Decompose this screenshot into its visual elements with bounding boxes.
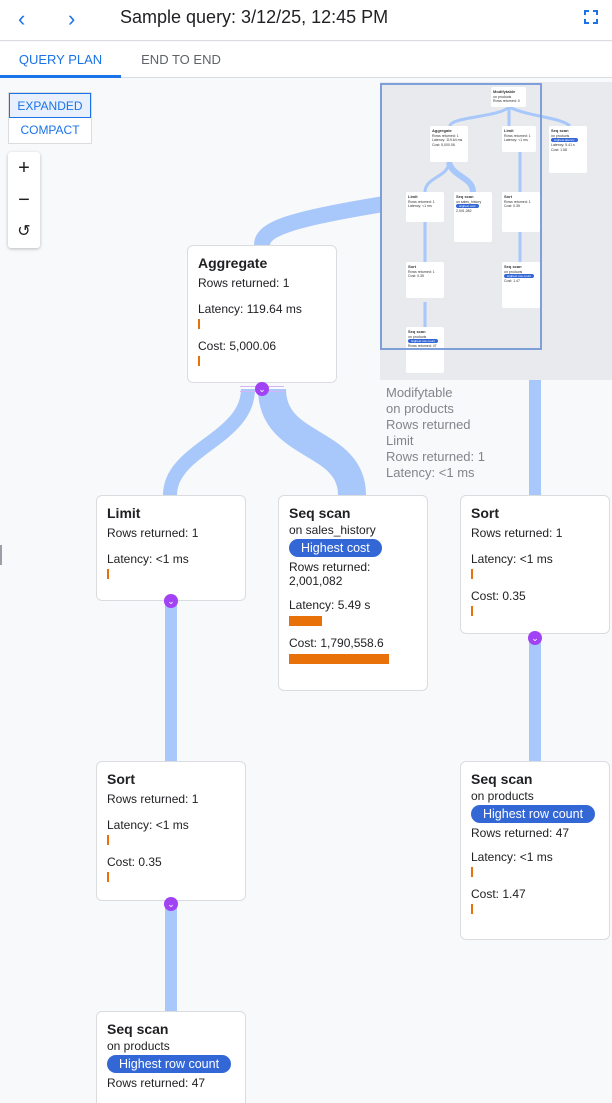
latency-bar bbox=[198, 319, 200, 329]
node-title: Sort bbox=[107, 771, 135, 787]
node-title: Limit bbox=[107, 505, 141, 521]
chevron-down-icon[interactable]: ⌄ bbox=[164, 897, 178, 911]
node-title: Aggregate bbox=[198, 255, 268, 271]
latency: Latency: <1 ms bbox=[471, 850, 553, 864]
table-name: on products bbox=[107, 1039, 170, 1053]
ghost-text: Rows returned: 1 bbox=[386, 449, 485, 464]
rows-returned: Rows returned: bbox=[289, 560, 371, 574]
cost: Cost: 0.35 bbox=[471, 589, 526, 603]
rows-returned: Rows returned: 1 bbox=[107, 526, 199, 540]
ghost-text: Modifytable bbox=[386, 385, 453, 400]
rows-returned: Rows returned: 1 bbox=[198, 276, 290, 290]
cost: Cost: 1,790,558.6 bbox=[289, 636, 384, 650]
cost-bar bbox=[471, 606, 473, 616]
latency: Latency: 5.49 s bbox=[289, 598, 371, 612]
minimap-ghost-labels: Modifytable on products Rows returned Li… bbox=[386, 385, 526, 481]
fullscreen-icon[interactable] bbox=[584, 10, 598, 24]
edge-aggregate-limit bbox=[163, 388, 255, 496]
ghost-text: Latency: <1 ms bbox=[386, 465, 475, 480]
tab-query-plan[interactable]: QUERY PLAN bbox=[0, 42, 121, 78]
cost-bar bbox=[471, 904, 473, 914]
node-title: Seq scan bbox=[289, 505, 351, 521]
highest-row-count-badge: Highest row count bbox=[471, 805, 596, 823]
ghost-text: Rows returned bbox=[386, 417, 471, 432]
chevron-down-icon[interactable]: ⌄ bbox=[255, 382, 269, 396]
latency-bar bbox=[107, 835, 109, 845]
highest-row-count-badge: Highest row count bbox=[107, 1055, 232, 1073]
node-sort-right[interactable]: Sort Rows returned: 1 Latency: <1 ms Cos… bbox=[460, 495, 610, 634]
rows-returned-value: 2,001,082 bbox=[289, 574, 343, 588]
ghost-text: on products bbox=[386, 401, 454, 416]
tab-bar: QUERY PLAN END TO END bbox=[0, 42, 612, 78]
latency: Latency: <1 ms bbox=[107, 552, 189, 566]
latency-bar bbox=[471, 569, 473, 579]
table-name: on sales_history bbox=[289, 523, 376, 537]
zoom-out-button[interactable]: − bbox=[18, 189, 30, 211]
minimap-viewport[interactable] bbox=[380, 83, 542, 350]
tab-end-to-end[interactable]: END TO END bbox=[141, 52, 221, 67]
rows-returned: Rows returned: 47 bbox=[107, 1076, 206, 1090]
edge-root-aggregate bbox=[254, 195, 392, 247]
cost-bar bbox=[289, 654, 389, 664]
expanded-button[interactable]: EXPANDED bbox=[9, 93, 91, 118]
node-sort-left[interactable]: Sort Rows returned: 1 Latency: <1 ms Cos… bbox=[96, 761, 246, 901]
cost-bar bbox=[198, 356, 200, 366]
rows-returned: Rows returned: 1 bbox=[107, 792, 199, 806]
ghost-text: Limit bbox=[386, 433, 414, 448]
chevron-down-icon[interactable]: ⌄ bbox=[164, 594, 178, 608]
zoom-in-button[interactable]: + bbox=[18, 157, 30, 179]
latency: Latency: 119.64 ms bbox=[198, 302, 302, 316]
minimap-edges bbox=[423, 105, 572, 327]
rows-returned: Rows returned: 1 bbox=[471, 526, 563, 540]
cost: Cost: 5,000.06 bbox=[198, 339, 277, 353]
plan-edges bbox=[163, 195, 541, 1011]
node-title: Seq scan bbox=[107, 1021, 169, 1037]
edge-aggregate-seqscan bbox=[258, 387, 366, 497]
latency-bar bbox=[289, 616, 322, 626]
view-toggle: EXPANDED COMPACT bbox=[8, 92, 92, 144]
cost-bar bbox=[107, 872, 109, 882]
node-seq-scan-sales-history[interactable]: Seq scan on sales_history Highest cost R… bbox=[278, 495, 428, 691]
node-seq-scan-products-bottom[interactable]: Seq scan on products Highest row count R… bbox=[96, 1011, 246, 1103]
zoom-controls: + − ↺ bbox=[8, 152, 40, 248]
node-seq-scan-products-right[interactable]: Seq scan on products Highest row count R… bbox=[460, 761, 610, 940]
chevron-right-icon[interactable]: › bbox=[68, 6, 76, 31]
node-title: Seq scan bbox=[471, 771, 533, 787]
cost: Cost: 1.47 bbox=[471, 887, 526, 901]
scroll-handle[interactable] bbox=[0, 545, 2, 565]
chevron-left-icon[interactable]: ‹ bbox=[18, 6, 26, 31]
cost: Cost: 0.35 bbox=[107, 855, 162, 869]
reset-zoom-button[interactable]: ↺ bbox=[17, 223, 31, 240]
rows-returned: Rows returned: 47 bbox=[471, 826, 570, 840]
chevron-down-icon[interactable]: ⌄ bbox=[528, 631, 542, 645]
page-title: Sample query: 3/12/25, 12:45 PM bbox=[120, 7, 389, 27]
highest-cost-badge: Highest cost bbox=[289, 539, 382, 557]
compact-button[interactable]: COMPACT bbox=[20, 123, 80, 137]
node-title: Sort bbox=[471, 505, 499, 521]
latency: Latency: <1 ms bbox=[471, 552, 553, 566]
node-limit[interactable]: Limit Rows returned: 1 Latency: <1 ms bbox=[96, 495, 246, 601]
latency: Latency: <1 ms bbox=[107, 818, 189, 832]
latency-bar bbox=[107, 569, 109, 579]
latency-bar bbox=[471, 867, 473, 877]
header: ‹ › Sample query: 3/12/25, 12:45 PM bbox=[0, 0, 612, 41]
table-name: on products bbox=[471, 789, 534, 803]
node-aggregate[interactable]: Aggregate Rows returned: 1 Latency: 119.… bbox=[187, 245, 337, 383]
